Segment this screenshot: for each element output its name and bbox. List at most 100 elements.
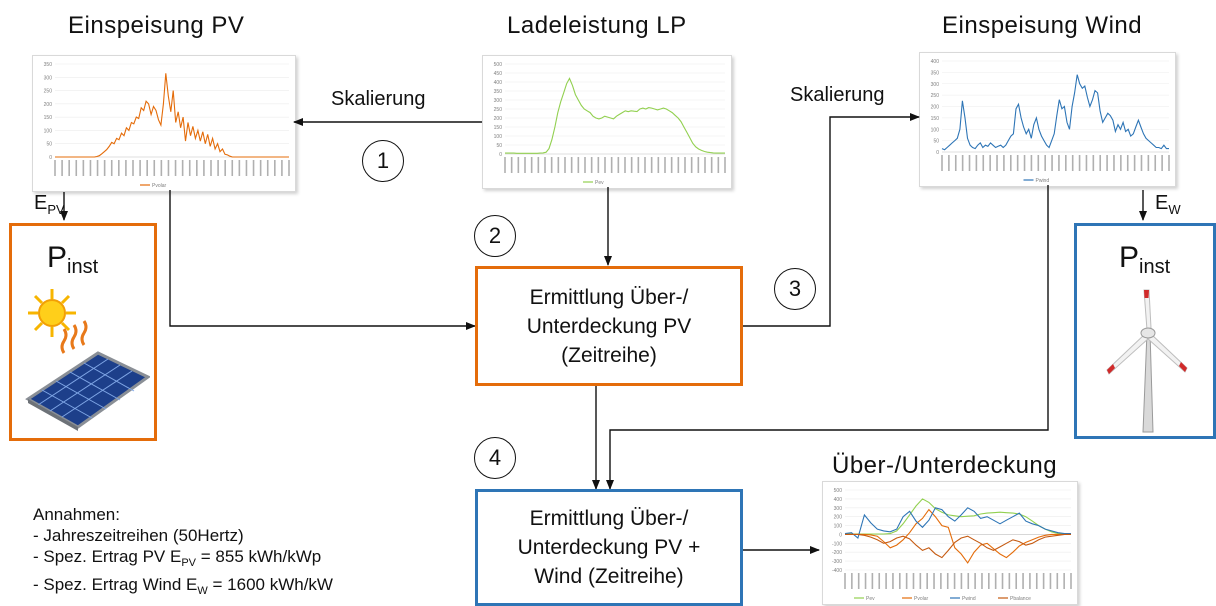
wind-chart-xtick [975,155,978,171]
balance-chart-xtick [960,573,963,589]
process-pv-box: Ermittlung Über-/ Unterdeckung PV (Zeitr… [475,266,743,386]
wind-chart-xtick [941,155,943,171]
pv-chart-xtick [188,160,191,176]
balance-chart-xtick [1035,573,1038,589]
wind-chart-ytick-label: 350 [931,70,940,76]
wind-chart-xtick [1147,155,1150,171]
wind-chart-xtick [1085,155,1088,171]
pv-chart-xtick [96,160,99,176]
pv-chart-xtick [125,160,127,176]
wind-chart-ytick-label: 300 [931,82,940,88]
balance-chart-xtick [885,573,887,589]
lp-chart-xtick [564,157,566,173]
pv-energy-subscript: PV [47,202,65,217]
lp-chart-xtick [537,157,540,173]
process-pv-wind-box: Ermittlung Über-/ Unterdeckung PV + Wind… [475,489,743,606]
pv-chart-xtick [203,160,205,176]
balance-chart-xtick [864,573,867,589]
balance-chart-xtick [905,573,908,589]
wind-energy-symbol: E [1155,192,1169,214]
lp-chart-xtick [544,157,546,173]
lp-chart-xtick [577,157,580,173]
pv-chart-xtick [259,160,262,176]
lp-chart-ytick-label: 450 [494,71,503,77]
balance-chart-legend-label: Pbalance [1010,596,1031,602]
balance-chart-xtick [871,573,874,589]
lp-chart-xtick [524,157,526,173]
balance-chart-xtick [919,573,922,589]
arrow-wind-to-process2 [606,185,1049,490]
wind-pinst-box: Pinst [1074,223,1216,439]
pv-chart-ytick-label: 300 [44,75,53,81]
pv-chart-ytick-label: 50 [46,142,52,148]
lp-chart-ytick-label: 0 [499,152,502,158]
balance-chart-ytick-label: 0 [839,532,842,538]
balance-chart-xtick [844,573,846,589]
wind-chart-xtick [1113,155,1115,171]
wind-chart-xtick [1030,155,1033,171]
balance-chart-legend-label: Pev [866,596,875,602]
lp-chart-xtick [550,157,553,173]
wind-chart-xtick [1161,155,1163,171]
balance-chart-ytick-label: 100 [834,524,843,530]
balance-chart-xtick [878,573,881,589]
assumption-timeseries: - Jahreszeitreihen (50Hertz) [33,526,244,545]
wind-pinst-symbol: P [1119,241,1140,274]
lp-chart-xtick [664,157,666,173]
pv-chart-legend-label: Pvolar [152,183,167,189]
balance-chart-xtick [1022,573,1024,589]
pv-chart-xtick [75,160,78,176]
process-pv-wind-line3: Wind (Zeitreihe) [534,565,684,588]
balance-chart-legend-label: Pvolar [914,596,929,602]
balance-chart-xtick [857,573,860,589]
arrow-process-to-wind [743,113,920,327]
lp-chart-xtick [610,157,613,173]
pv-chart-xtick [238,160,241,176]
wind-chart-xtick [1140,155,1143,171]
pv-chart-xtick [196,160,198,176]
wind-chart-xtick [1120,155,1122,171]
lp-chart-xtick [504,157,506,173]
wind-chart-xtick [982,155,985,171]
pv-chart-xtick [210,160,212,176]
scaling-label-left: Skalierung [331,88,426,110]
lp-chart-ytick-label: 300 [494,98,503,104]
pv-chart-ytick-label: 250 [44,89,53,95]
assumption-wind-value: = 1600 kWh/kW [207,575,333,594]
balance-chart-ytick-label: 200 [834,515,843,521]
balance-chart-series-Pvolar [845,508,1071,564]
solar-illustration [25,289,150,431]
balance-chart-xtick [892,573,894,589]
lp-chart-xtick [650,157,653,173]
balance-chart-ytick-label: -400 [832,568,842,574]
assumptions-heading: Annahmen: [33,505,120,524]
pv-feed-title: Einspeisung PV [68,12,245,39]
pv-chart-xtick [103,160,106,176]
balance-chart-ytick-label: 300 [834,506,843,512]
wind-pinst-subscript: inst [1139,256,1171,278]
lp-chart-xtick [570,157,573,173]
pv-chart-xtick [217,160,219,176]
lp-chart-xtick [644,157,646,173]
wind-chart-xtick [961,155,964,171]
step-3-marker: 3 [774,268,816,310]
sun-icon [28,289,76,337]
process-pv-line2: Unterdeckung PV [526,314,692,338]
lp-chart-xtick [510,157,513,173]
wind-chart-ytick-label: 50 [933,139,939,145]
lp-chart-xtick [670,157,673,173]
pv-chart-ytick-label: 0 [49,155,52,161]
wind-pinst-label: Pinst [1119,241,1170,279]
balance-chart-xtick [946,573,949,589]
balance-chart-xtick [1015,573,1018,589]
process-pv-wind-line1: Ermittlung Über-/ [529,507,689,530]
balance-chart-xtick [1001,573,1004,589]
balance-chart-xtick [940,573,942,589]
assumption-wind-text: - Spez. Ertrag Wind E [33,575,198,594]
pv-energy-symbol: E [34,192,48,214]
